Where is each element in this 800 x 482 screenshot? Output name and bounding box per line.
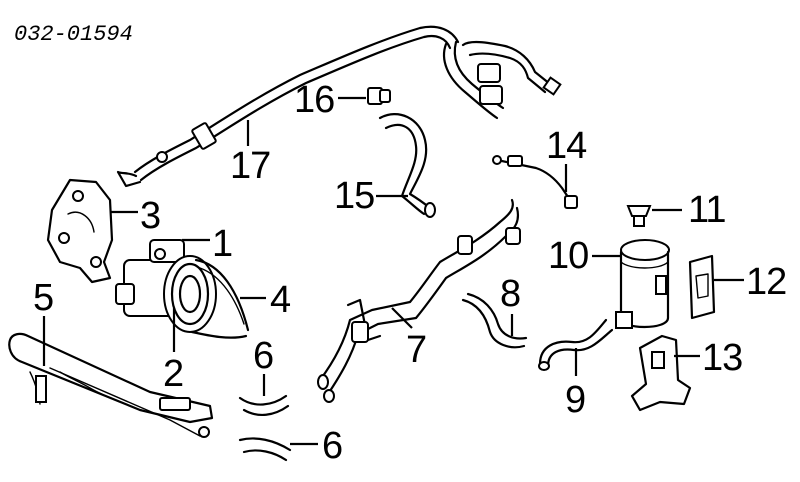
callout-13: 13 [702, 337, 742, 379]
callout-7: 7 [406, 329, 426, 371]
callout-5: 5 [33, 277, 53, 319]
callout-17: 17 [230, 145, 270, 187]
part-9-hose[interactable] [538, 318, 614, 371]
callout-12: 12 [746, 261, 786, 303]
callout-9: 9 [565, 379, 585, 421]
callout-2: 2 [163, 353, 183, 395]
callout-labels: 1 2 3 4 5 6 6 7 8 9 10 11 12 13 14 15 16… [33, 79, 787, 467]
callout-6-upper: 6 [253, 335, 273, 377]
callout-15: 15 [334, 175, 374, 217]
callout-6-lower: 6 [322, 425, 342, 467]
callout-3: 3 [140, 195, 160, 237]
leader-lines [42, 120, 744, 446]
part-8-hose[interactable] [461, 292, 528, 349]
callout-14: 14 [546, 125, 587, 167]
part-2-pulley[interactable] [163, 255, 217, 333]
part-14-pipe[interactable] [492, 155, 578, 209]
callout-10: 10 [548, 235, 588, 277]
callout-16: 16 [294, 79, 334, 121]
part-16-bolt[interactable] [338, 87, 391, 105]
part-17-high-pressure-hose[interactable] [116, 25, 562, 188]
diagram-id: 032-01594 [14, 22, 133, 47]
part-12-bracket[interactable] [688, 254, 716, 320]
callout-8: 8 [500, 273, 520, 315]
part-1-power-steering-pump[interactable] [115, 239, 185, 317]
part-6-hose-lower[interactable] [238, 437, 292, 462]
part-13-bracket[interactable] [630, 334, 692, 412]
callout-11: 11 [688, 189, 725, 231]
part-5-steering-rack[interactable] [8, 332, 214, 438]
part-6-hose-upper[interactable] [238, 394, 290, 416]
part-3-pump-bracket[interactable] [46, 178, 114, 284]
callout-1: 1 [212, 223, 232, 265]
part-10-reservoir[interactable] [615, 239, 670, 329]
part-15-return-hose[interactable] [378, 113, 436, 218]
callout-4: 4 [270, 279, 291, 321]
part-11-reservoir-cap[interactable] [626, 205, 652, 227]
part-4-drive-belt[interactable] [190, 258, 250, 339]
part-7-return-line[interactable] [317, 198, 521, 403]
